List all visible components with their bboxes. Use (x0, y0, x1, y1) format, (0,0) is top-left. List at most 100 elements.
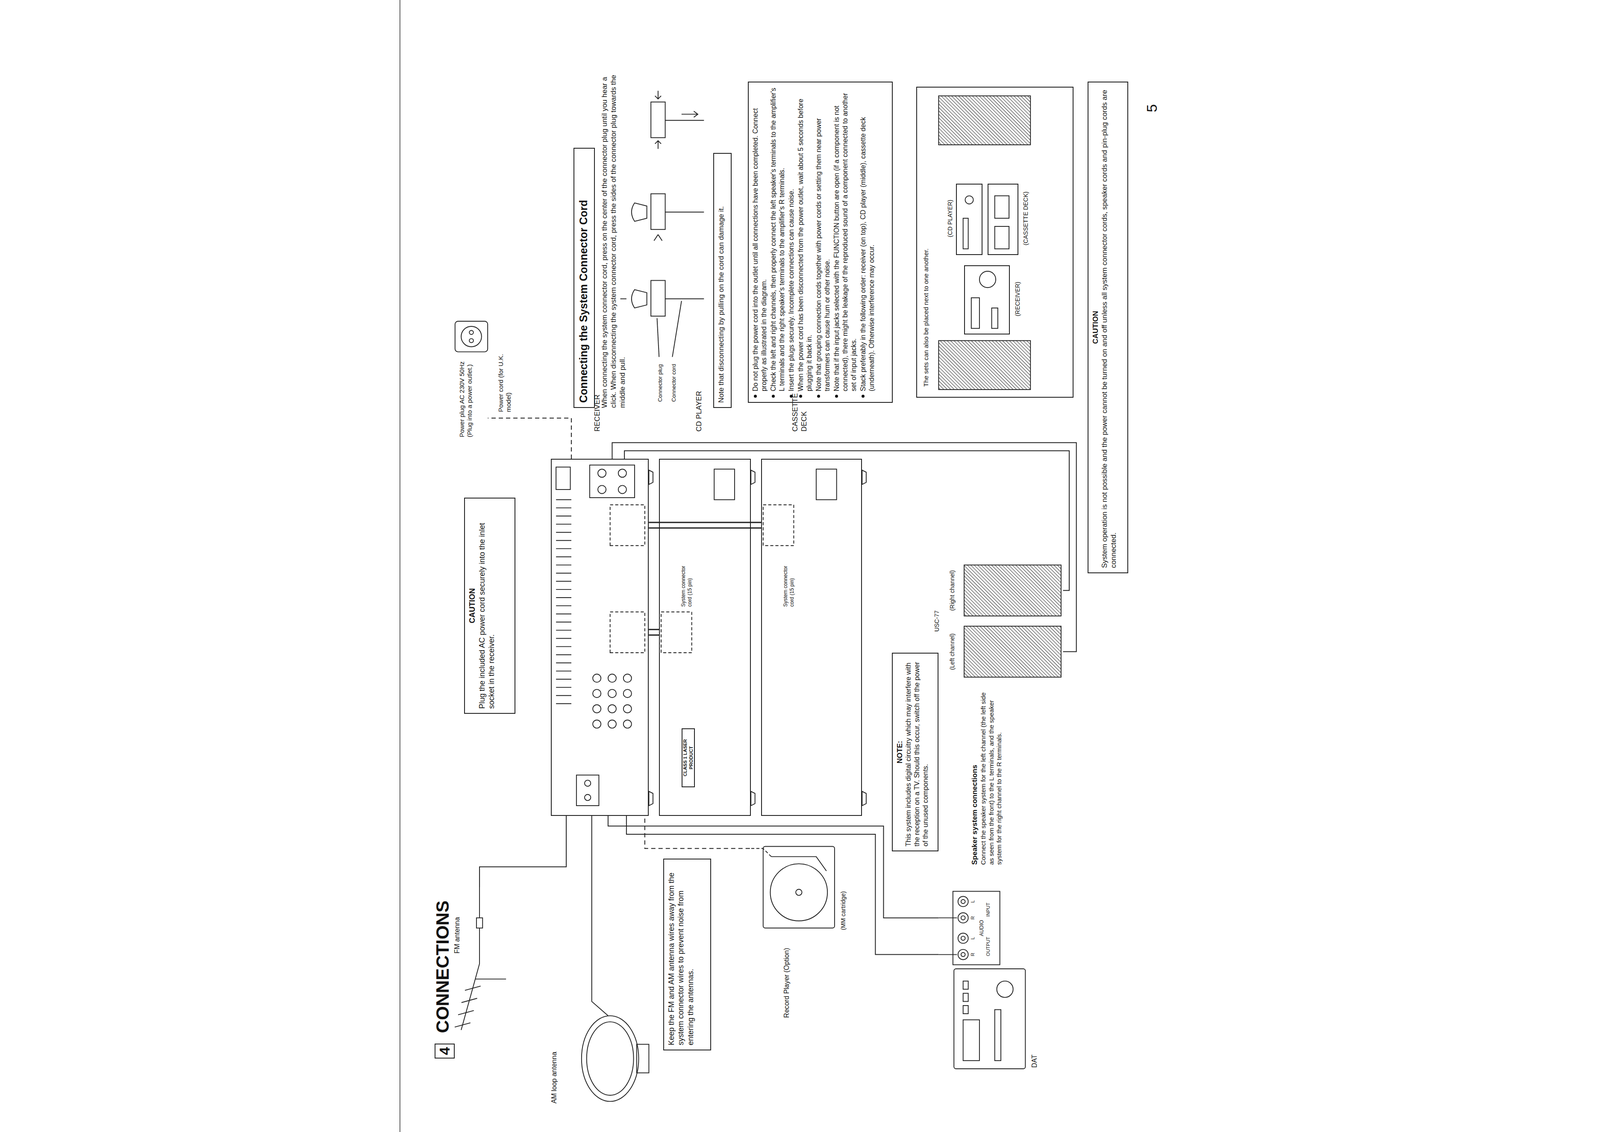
receiver-rear-details-part (618, 485, 627, 494)
power-plug: Power plug AC 230V 50Hz (Plug into a pow… (457, 355, 489, 439)
jack-label: INPUT (985, 891, 992, 929)
connector-plug-figure-part (665, 211, 705, 213)
power-outlet-figure-part (455, 321, 488, 353)
bullet-text: Check the left and right channels, then … (769, 86, 787, 392)
unit-name: RECEIVER (592, 394, 602, 432)
bullet-dot (789, 394, 793, 398)
unit-name: CASSETTE DECK (790, 385, 809, 432)
bullet-item: Do not plug the power cord into the outl… (751, 86, 769, 398)
dat-deck-figure-part (963, 1005, 969, 1015)
cable (488, 418, 572, 459)
record-player-figure-part (795, 889, 802, 896)
bullet-text: When the power cord has been disconnecte… (796, 86, 814, 392)
bullet-item: Note that grouping connection cords toge… (814, 86, 832, 398)
cd-player-rear-details-part (661, 611, 692, 653)
receiver-rear-details-part (589, 465, 635, 498)
cd-player-rear-details (661, 469, 756, 806)
arrangement-figure-part (964, 195, 974, 204)
part-name: FM antenna (452, 890, 462, 954)
record-player-figure-part (771, 856, 827, 871)
dat-deck-figure-part (963, 993, 969, 1002)
note-box: Note that disconnecting by pulling on th… (713, 152, 732, 409)
bullet-text: Stack preferably in the following order:… (858, 86, 877, 392)
cord-inner (648, 523, 762, 528)
arrangement-figure-part (963, 218, 969, 250)
instruction-text: Connect the speaker system for the left … (979, 686, 1004, 866)
receiver-rear-details-part (592, 689, 601, 698)
bullet-text: Note that grouping connection cords toge… (814, 86, 832, 392)
bullet-item: Insert the plugs securely. Incomplete co… (787, 86, 796, 398)
receiver-rear-details-part (610, 505, 645, 546)
note-text: Note that disconnecting by pulling on th… (716, 158, 726, 403)
fm-antenna-figure-part (461, 998, 478, 1003)
bullet-item: Stack preferably in the following order:… (858, 86, 877, 398)
connector-plug-figure-part (665, 298, 705, 300)
receiver-rear-details-part (648, 470, 653, 806)
cord-inner (648, 630, 659, 635)
bullet-item: When the power cord has been disconnecte… (796, 86, 814, 398)
part-name: Power plug AC 230V 50Hz (Plug into a pow… (458, 356, 475, 438)
dat-deck-figure (938, 891, 1026, 1070)
part-note: (MM cartridge) (839, 836, 848, 931)
bullet-dot (817, 394, 821, 398)
receiver-rear-details-part (576, 775, 600, 806)
receiver-rear-details-part (608, 674, 617, 683)
connector-plug-figure-part (620, 298, 627, 300)
connector-plug-figure-part (656, 318, 659, 358)
channel-mark: L (970, 933, 977, 944)
connector-plug-figure-part (672, 300, 682, 357)
cable (591, 816, 593, 990)
receiver-rear-details-part (597, 485, 606, 494)
arrangement-figure-part (994, 226, 1009, 250)
part-label: Connector cord (670, 364, 678, 403)
power-outlet-figure (455, 321, 488, 353)
receiver-panel: RECEIVER (550, 458, 649, 817)
cable (479, 816, 567, 888)
arrangement-figure-part (971, 297, 980, 329)
note-text: Keep the FM and AM antenna wires away fr… (666, 864, 696, 1046)
connector-plug-figure-part (655, 90, 662, 149)
arrangement-figure-part (938, 340, 1031, 390)
dat-deck-figure-part (961, 900, 966, 905)
arrangement-frame: The sets can also be placed next to one … (916, 86, 1074, 398)
cord-label: Power cord (for U.K. model) (497, 349, 514, 413)
cord-label: System connector cord (15 pin) (782, 558, 796, 608)
power-outlet-figure-part (469, 330, 474, 336)
connector-plug-figure-part (653, 234, 662, 241)
section-heading-box: Connecting the System Connector Cord (573, 147, 595, 409)
speaker-figure-part (964, 626, 1062, 678)
cd-player-rear-details-part (750, 470, 756, 806)
power-outlet-figure-part (469, 338, 474, 344)
speaker: (Right channel) (946, 561, 1063, 621)
receiver-rear-details-part (623, 689, 632, 698)
connector-plug-figure (620, 90, 705, 357)
connector-plug-figure-part (650, 102, 665, 139)
unit-name: (RECEIVER) (1014, 254, 1022, 345)
cassette-deck-front: (CASSETTE DECK) (987, 183, 1019, 256)
receiver-rear-details-part (584, 794, 591, 801)
cassette-deck-panel: CASSETTE DECK (761, 458, 862, 817)
dat-deck-figure-part (963, 981, 969, 990)
bullet-dot (835, 394, 839, 398)
am-loop-figure-part (636, 1044, 650, 1074)
dat-deck-figure-part (958, 950, 969, 961)
fm-antenna-figure (454, 887, 506, 1031)
unit-name: (CD PLAYER) (946, 172, 955, 265)
dat-deck-figure-part (961, 952, 966, 958)
caution-heading: CAUTION (1091, 86, 1100, 569)
speaker-figure (964, 565, 1062, 678)
connector-plug-figure-part (665, 120, 705, 121)
cable (608, 816, 939, 919)
connector-plug-figure-part (650, 280, 665, 317)
section-number: 4 (434, 1044, 455, 1059)
unit-name: CD PLAYER (694, 391, 704, 432)
am-loop-antenna: AM loop antenna (547, 989, 656, 1112)
cable (624, 450, 1070, 591)
caution-heading: CAUTION (467, 502, 478, 709)
receiver-rear-details-part (610, 611, 645, 653)
bullet-dot (771, 394, 775, 398)
receiver-rear-details-part (592, 705, 601, 714)
connector-plug-figure-part (681, 111, 698, 118)
connector-plug-figure-part (631, 202, 648, 222)
